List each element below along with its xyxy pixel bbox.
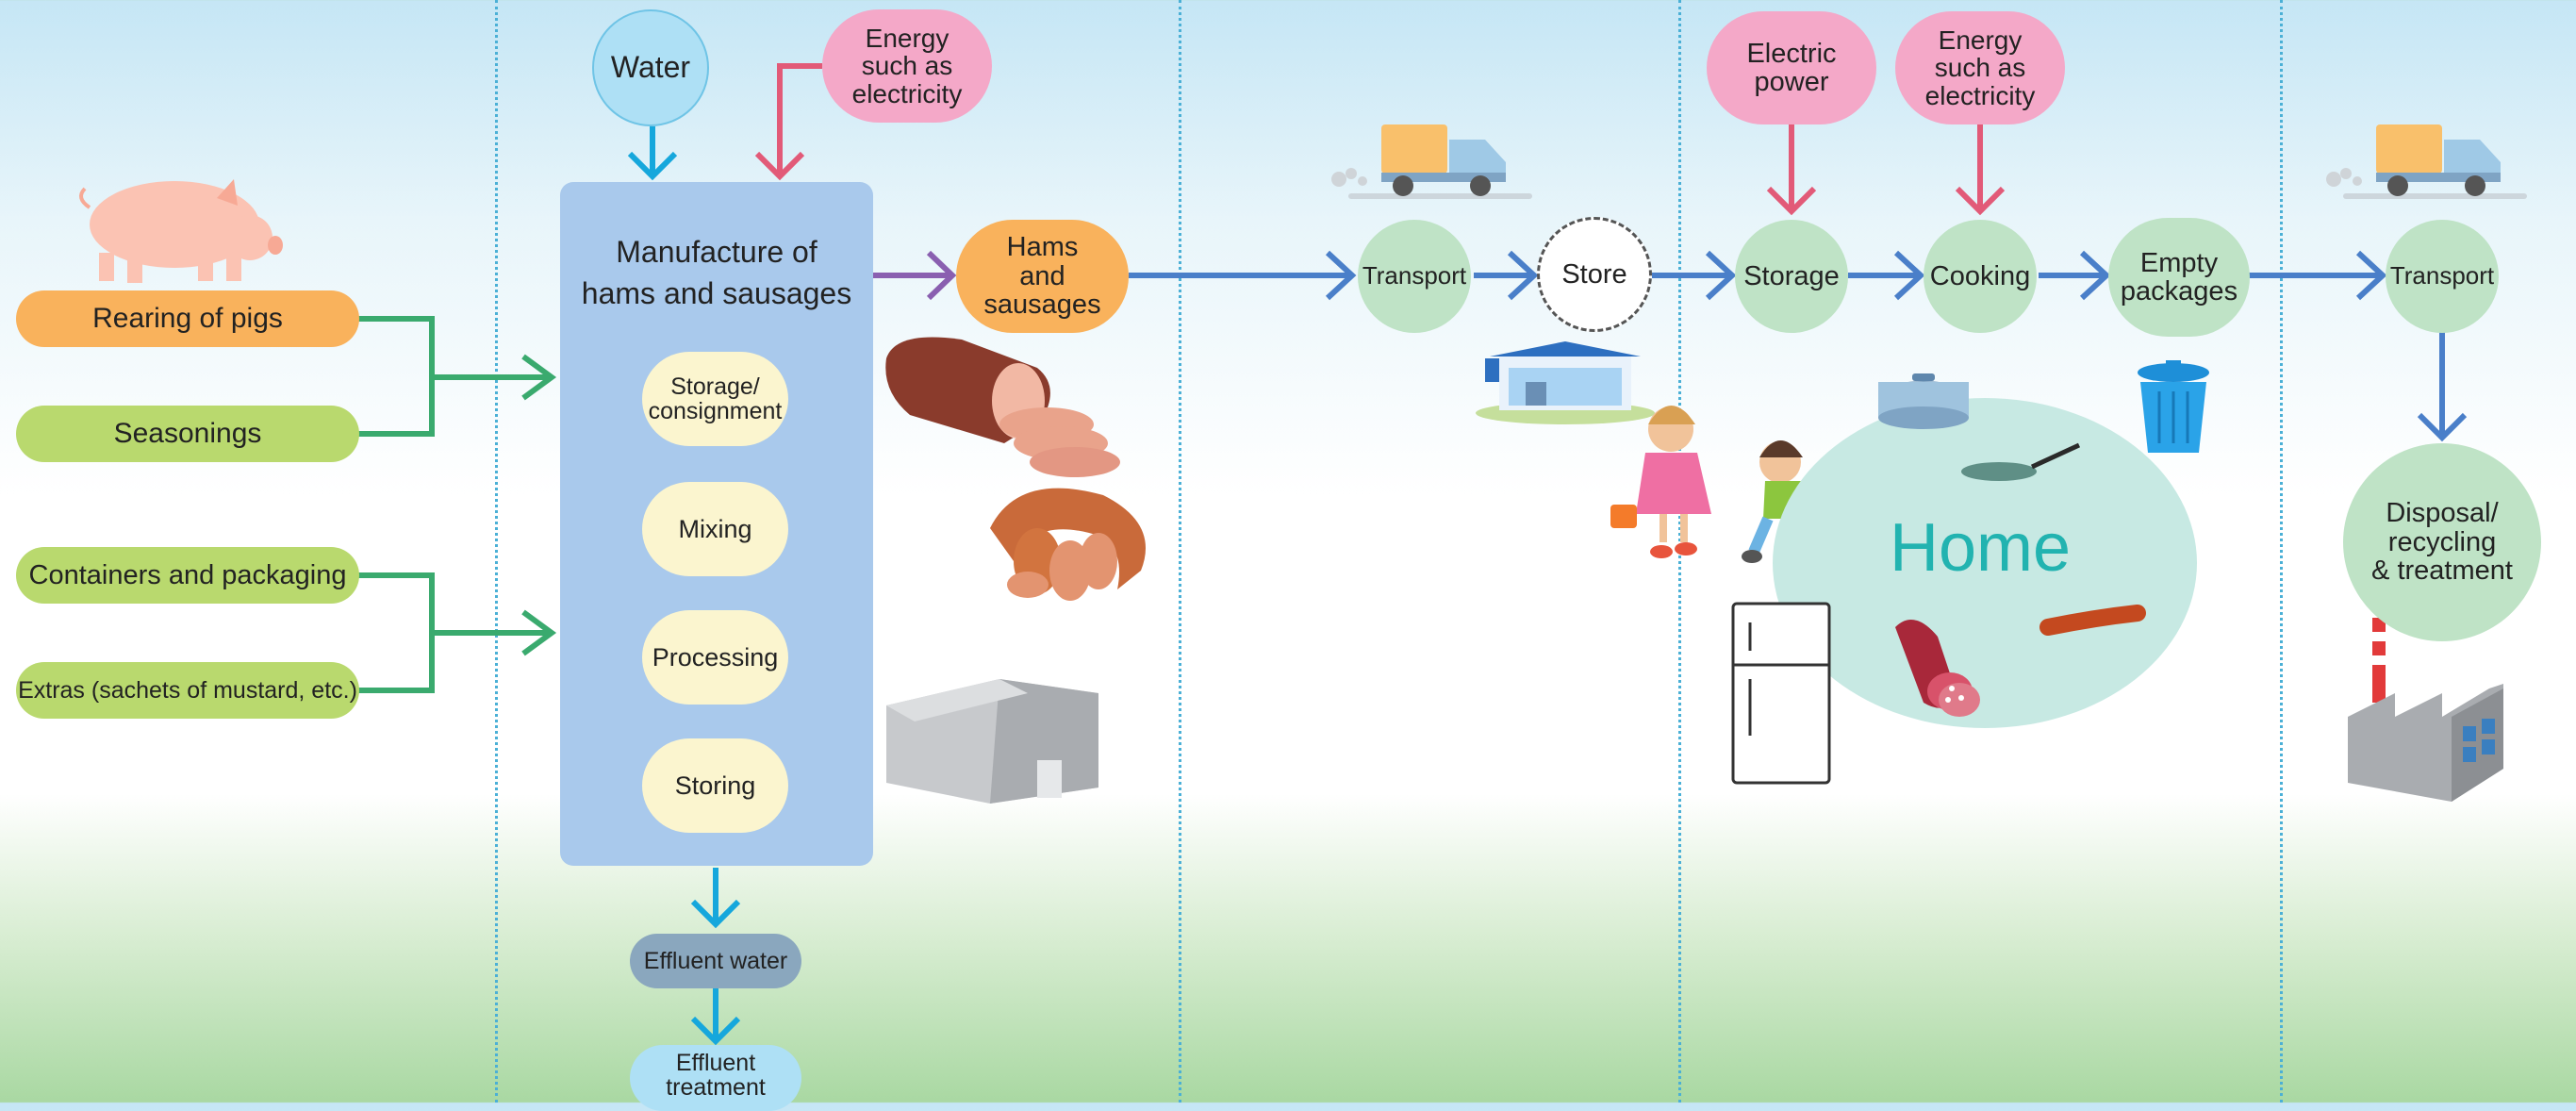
energy-home-pill: Energy such as electricity [1895,11,2065,124]
product-arrow [872,250,957,301]
pot-icon [1878,373,1969,429]
energy-home-line-1: Energy [1938,25,2023,55]
home-area [1773,398,2197,728]
step-storing-label: Storing [674,771,756,800]
step-processing: Processing [642,610,788,705]
empty-packages-line-2: packages [2120,276,2238,307]
empty-packages-circle: Empty packages [2108,218,2250,337]
incineration-plant-icon [2348,599,2503,802]
containers-label: Containers and packaging [28,559,347,590]
disposal-circle: Disposal/ recycling & treatment [2343,443,2541,641]
main-flow-arrows [1129,250,2468,442]
energy-home-line-3: electricity [1924,80,2036,110]
extras-label: Extras (sachets of mustard, etc.) [18,676,357,704]
water-label: Water [610,50,691,85]
step-mixing-label: Mixing [678,514,752,543]
storage-label: Storage [1743,260,1840,291]
energy-factory-line-3: electricity [851,78,963,108]
section-divider [495,0,498,1103]
ham-icon [885,337,1120,477]
store-circle: Store [1537,217,1652,332]
step-storage-line-1: Storage/ [670,373,760,400]
seasonings-label: Seasonings [113,418,262,449]
disposal-line-1: Disposal/ [2386,498,2499,529]
energy-arrow [754,63,822,181]
product-line-3: sausages [983,290,1101,321]
disposal-line-2: recycling [2387,526,2497,557]
water-circle: Water [592,9,709,126]
cooking-label: Cooking [1929,260,2031,291]
rearing-of-pigs-pill: Rearing of pigs [16,290,359,347]
effluent-water-pill: Effluent water [630,934,801,988]
transport-circle-1: Transport [1358,220,1471,333]
step-storage: Storage/ consignment [642,352,788,446]
manufacture-title: Manufacture of hams and sausages [560,231,873,314]
containers-pill: Containers and packaging [16,547,359,604]
transport-label-1: Transport [1362,261,1467,290]
manufacture-title-line-1: Manufacture of [616,235,817,269]
electric-power-pill: Electric power [1707,11,1876,124]
effluent-treatment-line-2: treatment [666,1074,766,1102]
store-label: Store [1561,258,1627,290]
storage-circle: Storage [1735,220,1848,333]
rearing-label: Rearing of pigs [92,303,283,334]
electric-line-2: power [1754,67,1829,97]
disposal-line-3: & treatment [2371,556,2513,587]
input-arrows [358,316,557,693]
salami-icon [1895,620,1980,717]
factory-building-icon [886,679,1098,804]
electric-line-1: Electric [1746,38,1837,69]
water-arrow [627,126,678,181]
extras-pill: Extras (sachets of mustard, etc.) [16,662,359,719]
store-building-icon [1476,341,1655,424]
energy-home-line-2: such as [1934,53,2026,83]
section-divider [2280,0,2283,1103]
step-storage-line-2: consignment [648,398,783,424]
manufacture-title-line-2: hams and sausages [581,276,852,310]
step-mixing: Mixing [642,482,788,576]
energy-factory-pill: Energy such as electricity [822,9,992,123]
home-energy-arrows [1766,124,2006,216]
empty-packages-line-1: Empty [2139,247,2219,278]
frying-pan-icon [1961,442,2081,481]
sausage-ring-icon [990,488,1146,601]
section-divider [1179,0,1181,1103]
effluent-treatment-line-1: Effluent [675,1050,756,1076]
transport-label-2: Transport [2389,261,2495,290]
transport-circle-2: Transport [2386,220,2499,333]
refrigerator-icon [1731,602,1831,785]
energy-factory-line-2: such as [861,51,953,81]
effluent-water-label: Effluent water [643,947,788,974]
trash-can-icon [2138,360,2209,453]
effluent-treatment-pill: Effluent treatment [630,1045,801,1111]
truck-icon [2326,124,2527,199]
truck-icon [1331,124,1532,199]
cooking-circle: Cooking [1924,220,2037,333]
energy-factory-line-1: Energy [865,23,949,53]
step-storing: Storing [642,738,788,833]
product-pill: Hams and sausages [956,220,1129,333]
product-line-2: and [1019,260,1065,291]
pig-icon [79,179,283,283]
seasonings-pill: Seasonings [16,406,359,462]
home-label: Home [1889,510,2072,586]
manufacture-box: Manufacture of hams and sausages Storage… [560,182,873,866]
effluent-arrows [690,868,741,1046]
product-line-1: Hams [1006,232,1079,263]
step-processing-label: Processing [652,642,779,672]
sausage-icon [2039,605,2146,636]
